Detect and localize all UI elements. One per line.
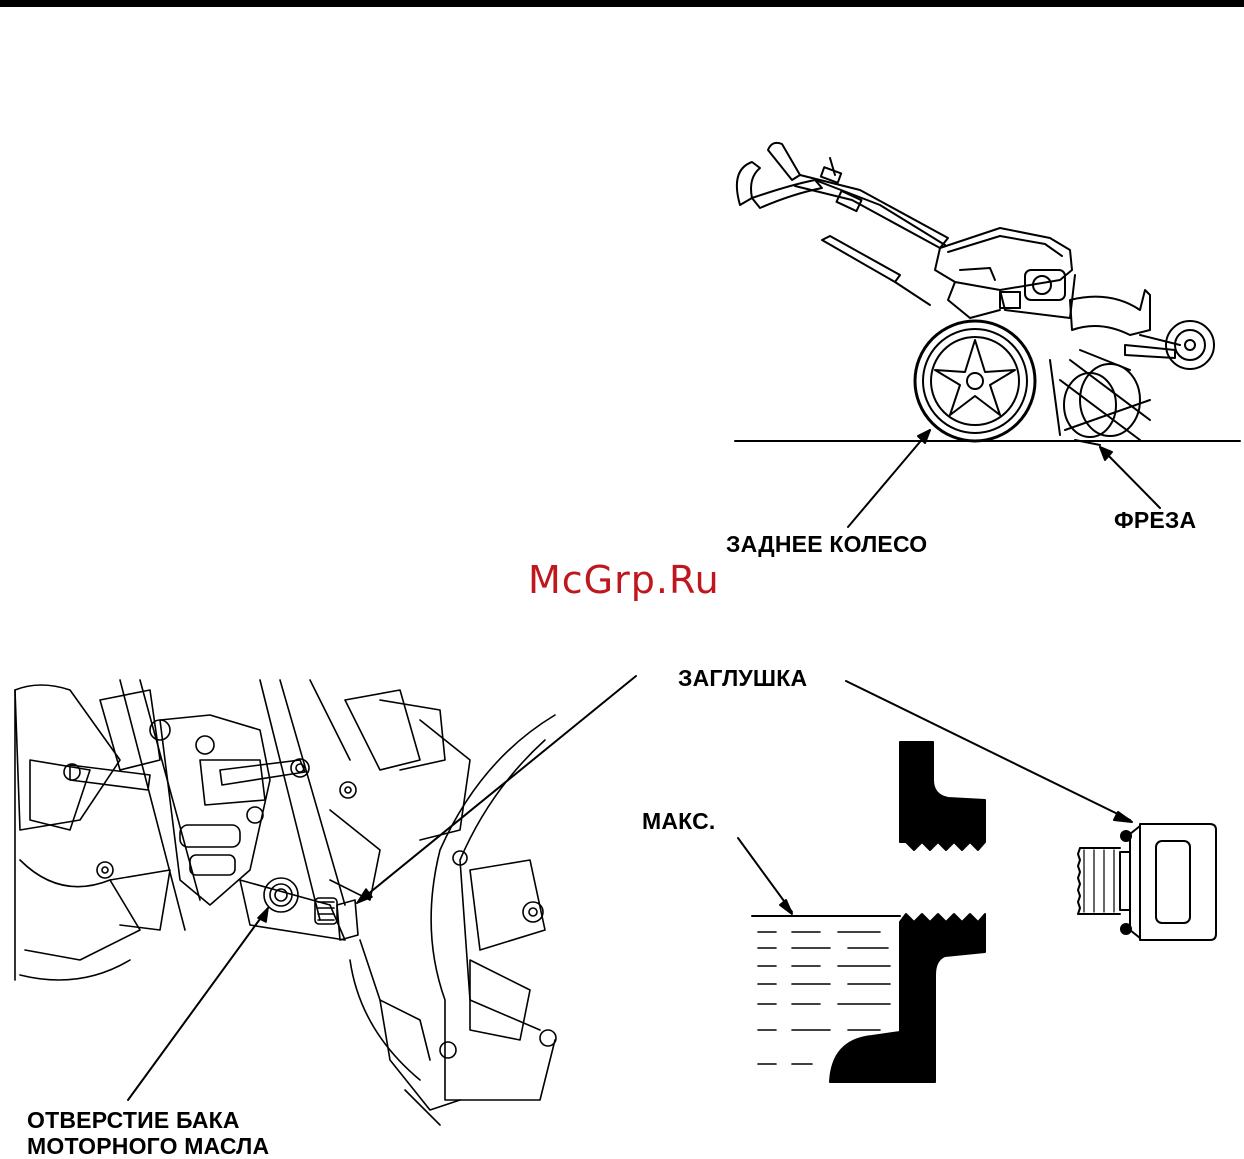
filler-plug-small <box>315 898 358 940</box>
plug-detail <box>1078 824 1216 940</box>
tiller-illustration <box>735 143 1240 527</box>
watermark: McGrp.Ru <box>528 558 720 602</box>
oil-level-diagram <box>738 681 1216 1082</box>
plug-leader-right <box>846 681 1130 820</box>
front-wheel <box>1166 321 1214 369</box>
engine-closeup <box>15 676 636 1125</box>
filler-hole-label-line2: МОТОРНОГО МАСЛА <box>27 1133 269 1159</box>
filler-leader <box>128 908 268 1100</box>
plug-leader-left <box>357 676 636 903</box>
plug-label: ЗАГЛУШКА <box>678 665 807 691</box>
handle-grip-left <box>737 162 760 205</box>
filler-neck-upper <box>900 742 985 850</box>
filler-hole-label-line1: ОТВЕРСТИЕ БАКА <box>27 1107 240 1133</box>
tine-guard <box>1070 290 1150 335</box>
rear-wheel-leader <box>848 430 930 527</box>
rear-wheel <box>915 321 1035 441</box>
tines-label: ФРЕЗА <box>1114 507 1196 533</box>
depth-bar <box>822 236 900 282</box>
rear-wheel-label: ЗАДНЕЕ КОЛЕСО <box>726 531 927 557</box>
max-level-label: МАКС. <box>642 808 716 834</box>
filler-neck-lower <box>830 914 985 1082</box>
tines <box>1050 350 1150 445</box>
handle-grip-right <box>768 143 800 180</box>
